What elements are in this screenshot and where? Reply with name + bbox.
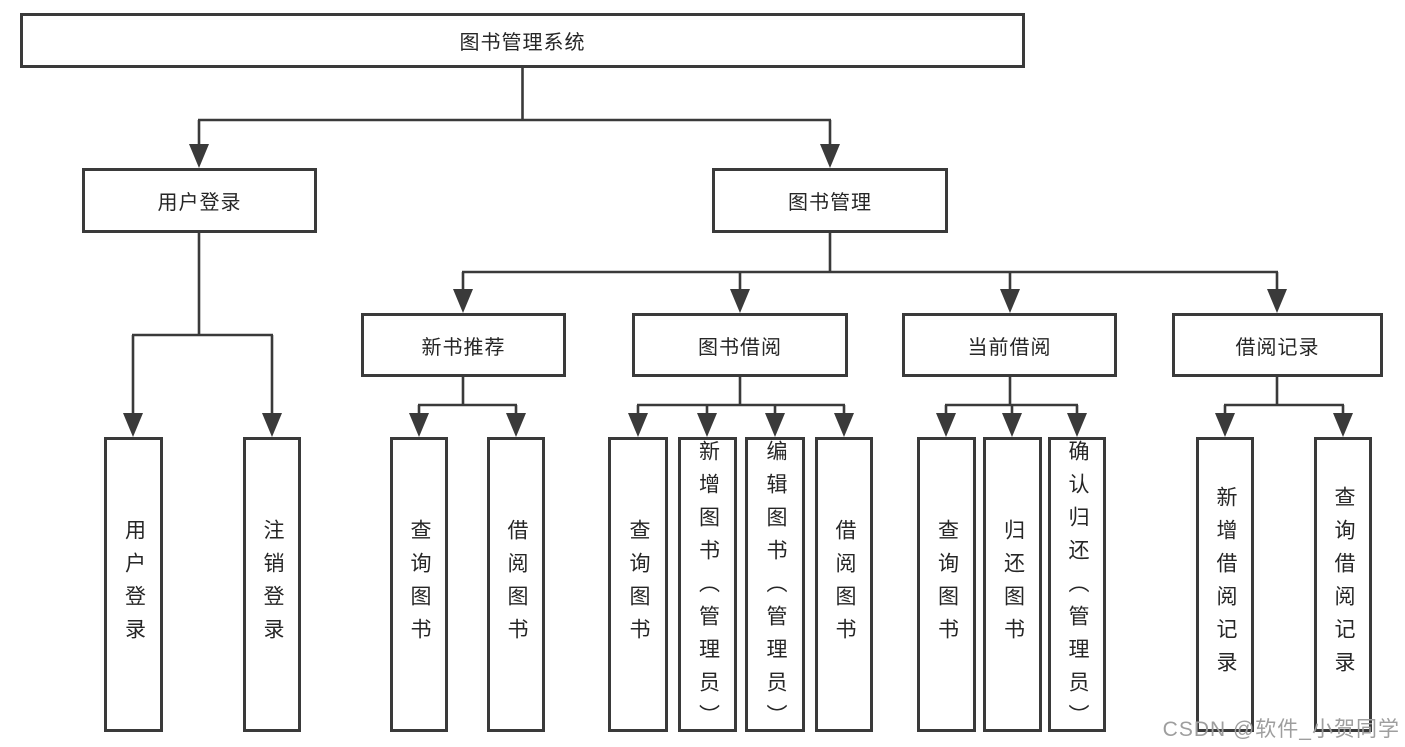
arrowhead [1067, 413, 1087, 437]
arrowhead [1215, 413, 1235, 437]
node-leaf-return-books: 归还图书 [983, 437, 1042, 732]
csdn-watermark: CSDN @软件_小贺同学 [1162, 718, 1400, 741]
arrowhead [1000, 289, 1020, 313]
arrowhead [834, 413, 854, 437]
node-leaf-query-books-current: 查询图书 [917, 437, 976, 732]
arrowhead [1267, 289, 1287, 313]
node-leaf-edit-books-admin: 编辑图书（管理员） [745, 437, 805, 737]
arrowhead [189, 144, 209, 168]
node-leaf-query-borrow-record: 查询借阅记录 [1314, 437, 1372, 732]
node-book-borrow: 图书借阅 [632, 313, 848, 377]
arrowhead [936, 413, 956, 437]
arrowhead [730, 289, 750, 313]
node-borrow-record: 借阅记录 [1172, 313, 1383, 377]
node-branch-book-management: 图书管理 [712, 168, 948, 233]
node-current-borrow: 当前借阅 [902, 313, 1117, 377]
edge-userlogin-leaves [131, 233, 274, 415]
node-root-library-system: 图书管理系统 [20, 13, 1025, 68]
node-leaf-add-books-admin: 新增图书（管理员） [678, 437, 737, 737]
node-leaf-query-books-recommend: 查询图书 [390, 437, 448, 732]
arrowhead [820, 144, 840, 168]
node-leaf-user-login: 用户登录 [104, 437, 163, 732]
edge-currentborrow-leaves [944, 377, 1079, 415]
arrowhead [123, 413, 143, 437]
arrowhead [1002, 413, 1022, 437]
edge-root-level2 [197, 68, 832, 146]
node-leaf-confirm-return-admin: 确认归还（管理员） [1048, 437, 1106, 737]
arrowhead [409, 413, 429, 437]
node-leaf-logout: 注销登录 [243, 437, 301, 732]
arrowhead [506, 413, 526, 437]
node-leaf-borrow-books: 借阅图书 [815, 437, 873, 732]
node-new-book-recommend: 新书推荐 [361, 313, 566, 377]
node-branch-user-login: 用户登录 [82, 168, 317, 233]
edge-bookmgmt-level3 [461, 233, 1279, 291]
edge-newbook-leaves [417, 377, 518, 415]
edge-borrowrecord-leaves [1223, 377, 1345, 415]
arrowhead [628, 413, 648, 437]
arrowhead [453, 289, 473, 313]
node-leaf-query-books-borrow: 查询图书 [608, 437, 668, 732]
arrowhead [1333, 413, 1353, 437]
arrowhead [765, 413, 785, 437]
node-leaf-add-borrow-record: 新增借阅记录 [1196, 437, 1254, 732]
arrowhead [262, 413, 282, 437]
arrowhead [697, 413, 717, 437]
node-leaf-borrow-books-recommend: 借阅图书 [487, 437, 545, 732]
edge-bookborrow-leaves [636, 377, 846, 415]
